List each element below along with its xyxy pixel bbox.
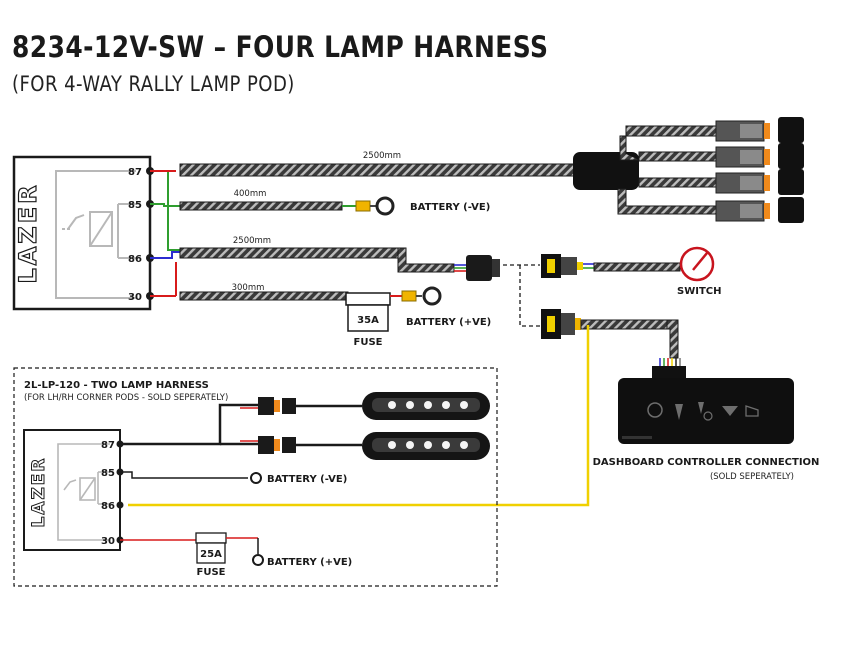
battery-neg-label: BATTERY (-VE) xyxy=(410,202,490,213)
relay-output-wires xyxy=(150,170,180,297)
relay-pin-85: 85 xyxy=(128,200,142,211)
relay-pin-86: 86 xyxy=(101,501,115,512)
length-label: 2500mm xyxy=(233,236,271,246)
lamp-plug xyxy=(258,436,362,454)
fuse-holder-top xyxy=(345,292,391,306)
switch-connector-branch: SWITCH xyxy=(541,246,721,297)
multi-pin-connector xyxy=(466,255,492,281)
dashboard-controller: DASHBOARD CONTROLLER CONNECTION (SOLD SE… xyxy=(593,378,820,482)
two-lamp-note: (FOR LH/RH CORNER PODS - SOLD SEPERATELY… xyxy=(24,393,228,403)
battery-neg-label: BATTERY (-VE) xyxy=(267,474,347,485)
relay-logo: LAZER xyxy=(29,456,49,527)
horn-icon xyxy=(745,405,759,417)
fuse-label: FUSE xyxy=(197,567,226,578)
controller-connector-branch xyxy=(541,309,686,378)
length-label: 400mm xyxy=(234,189,267,199)
led-light-bar xyxy=(362,432,490,460)
fuse-box xyxy=(196,542,226,564)
loom-splitter-block xyxy=(573,152,639,190)
lamp-branches xyxy=(617,125,720,215)
fuse-label: FUSE xyxy=(354,337,383,348)
length-label: 2500mm xyxy=(363,151,401,161)
relay-pin-86: 86 xyxy=(128,254,142,265)
two-lamp-title: 2L-LP-120 - TWO LAMP HARNESS xyxy=(24,380,209,391)
battery-pos-label: BATTERY (+VE) xyxy=(406,317,491,328)
trigger-wire xyxy=(128,325,590,507)
beam-icon xyxy=(675,404,683,420)
lamp-connector xyxy=(715,117,804,143)
page-title: 8234-12V-SW – FOUR LAMP HARNESS xyxy=(12,30,549,64)
auto-dim-icon xyxy=(698,402,704,414)
two-lamp-harness-panel: 2L-LP-120 - TWO LAMP HARNESS (FOR LH/RH … xyxy=(13,367,498,587)
relay-pin-30: 30 xyxy=(101,536,115,547)
dashboard-label: DASHBOARD CONTROLLER CONNECTION xyxy=(593,457,820,468)
relay-internal-circuit xyxy=(55,170,136,299)
relay-pin-85: 85 xyxy=(101,468,115,479)
relay-pin-30: 30 xyxy=(128,292,142,303)
lamp-connector xyxy=(715,197,804,223)
lamp-plug xyxy=(258,397,362,415)
led-light-bar xyxy=(362,392,490,420)
switch-loom-2500mm: 2500mm xyxy=(179,236,540,327)
relay-pin-87: 87 xyxy=(128,167,142,178)
page-subtitle: (FOR 4-WAY RALLY LAMP POD) xyxy=(12,72,295,96)
relay-pin-87: 87 xyxy=(101,440,115,451)
down-arrow-icon xyxy=(722,406,738,416)
ground-lead-400mm: 400mm BATTERY (-VE) xyxy=(179,189,490,216)
length-label: 300mm xyxy=(232,283,265,293)
power-lead-300mm: 300mm BATTERY (+VE) 35A FUSE xyxy=(179,283,491,348)
lamp-connector xyxy=(715,169,804,195)
controller-plug xyxy=(652,366,686,378)
main-relay: LAZER 87 85 86 30 xyxy=(12,155,154,311)
fuse-rating: 35A xyxy=(357,315,379,326)
lamp-connector xyxy=(715,143,804,169)
fuse-box xyxy=(347,304,389,332)
fuse-rating: 25A xyxy=(200,549,222,560)
dashboard-note: (SOLD SEPERATELY) xyxy=(710,472,794,482)
battery-pos-label: BATTERY (+VE) xyxy=(267,557,352,568)
eco-icon xyxy=(647,402,663,418)
main-loom-2500mm: 2500mm xyxy=(179,151,577,177)
lamp-connectors xyxy=(715,117,804,223)
relay-logo: LAZER xyxy=(14,182,42,283)
switch-label: SWITCH xyxy=(677,286,721,297)
